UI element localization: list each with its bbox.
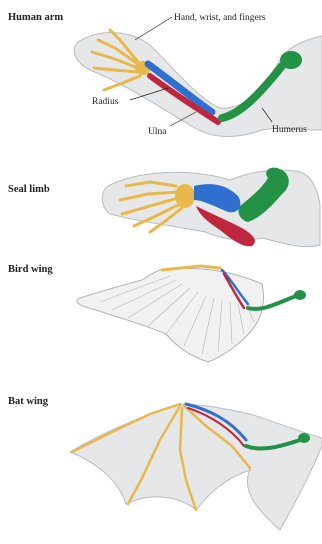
seal-wrist-bones: [175, 184, 195, 208]
human-humerus-head: [280, 51, 302, 69]
seal-limb-panel: Seal limb: [8, 168, 320, 247]
panel-title-bird-wing: Bird wing: [8, 264, 53, 275]
bird-wing-panel: Bird wing: [8, 264, 306, 362]
label-radius: Radius: [92, 97, 119, 107]
bird-humerus-head: [294, 290, 306, 300]
label-humerus: Humerus: [272, 125, 307, 135]
panel-title-human-arm: Human arm: [8, 12, 63, 23]
bat-wing-panel: Bat wing: [8, 396, 322, 530]
human-arm-skin: [74, 33, 322, 137]
label-hand-wrist-fingers: Hand, wrist, and fingers: [174, 12, 266, 23]
human-arm-panel: Human arm Hand, wrist, and fingers Radiu…: [8, 12, 322, 137]
panel-title-bat-wing: Bat wing: [8, 396, 49, 407]
label-ulna: Ulna: [148, 127, 167, 137]
panel-title-seal-limb: Seal limb: [8, 184, 50, 195]
bat-humerus-head: [298, 433, 310, 443]
